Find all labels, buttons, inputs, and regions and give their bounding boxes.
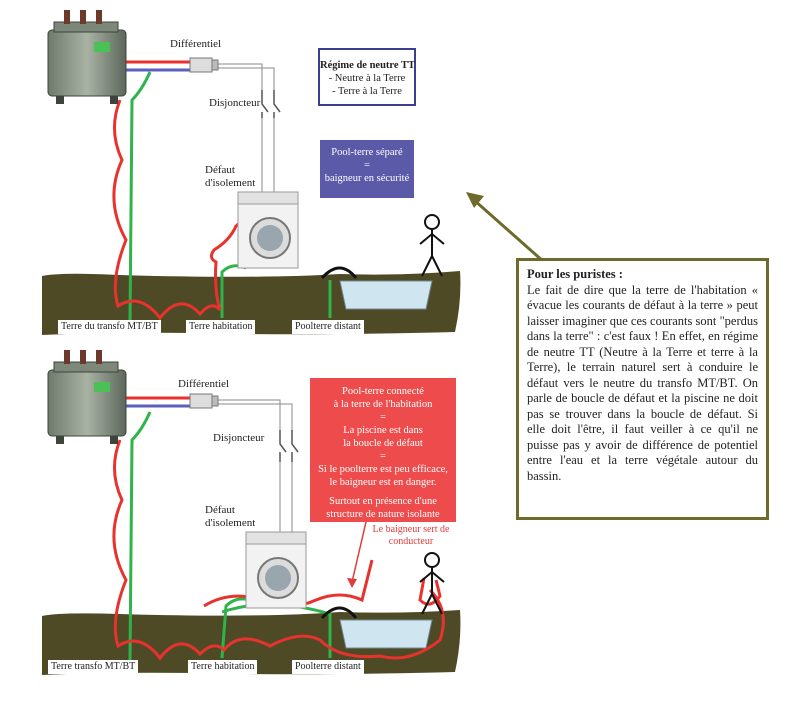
conn-line-6: = [380,451,386,462]
conducteur-line-2: conducteur [388,536,434,547]
bottom-pool-bond [320,606,358,620]
puristes-arrowhead [466,192,484,208]
bottom-earth-wire [128,411,152,661]
conn-line-3: = [380,412,386,423]
top-ground-label-poolterre: Poolterre distant [292,320,364,334]
bottom-defaut-label: Défaut d'isolement [205,504,255,530]
top-supply-lines [212,63,275,200]
regime-line-2: - Terre à la Terre [332,86,402,97]
bottom-ground-label-poolterre: Poolterre distant [292,660,364,674]
conducteur-arrowhead [347,578,357,588]
pool-separe-line-2: = [364,160,370,171]
bottom-supply-lines [212,399,293,540]
top-washing-machine [237,191,299,269]
top-transformer [47,10,127,104]
bottom-ground-label-habitation: Terre habitation [188,660,258,674]
top-pool-bond [320,266,358,280]
conn-line-9: Surtout en présence d'une [329,496,437,507]
conn-line-1: Pool-terre connecté [342,386,424,397]
puristes-text: Le fait de dire que la terre de l'habita… [527,282,758,483]
top-bather [419,214,445,277]
puristes-title: Pour les puristes : [527,267,623,281]
pool-separe-line-3: baigneur en sécurité [324,173,410,184]
conn-line-7: Si le poolterre est peu efficace, [318,464,448,475]
top-ground-label-transfo: Terre du transfo MT/BT [58,320,161,334]
top-diagram [42,10,461,335]
top-disjoncteur-label: Disjoncteur [209,97,261,109]
top-fault-loop [112,99,258,321]
conn-line-2: à la terre de l'habitation [333,399,433,410]
regime-line-1: - Neutre à la Terre [328,73,406,84]
top-ground-label-habitation: Terre habitation [186,320,256,334]
regime-title: Régime de neutre TT [320,60,415,71]
conducteur-note: Le baigneur sert de conducteur [363,524,459,548]
bottom-defaut-line1: Défaut [205,504,235,516]
bottom-differentiel-label: Différentiel [178,378,230,390]
bottom-transformer [47,350,127,444]
top-differentiel-label: Différentiel [170,38,222,50]
top-defaut-line2: d'isolement [205,177,256,189]
bottom-defaut-line2: d'isolement [205,517,256,529]
top-defaut-label: Défaut d'isolement [205,164,255,190]
conn-line-4: La piscine est dans [343,425,423,436]
conn-line-5: la boucle de défaut [343,438,423,449]
bottom-pool [339,619,433,649]
conducteur-line-1: Le baigneur sert de [372,524,450,535]
puristes-box: Pour les puristes : Le fait de dire que … [516,258,769,520]
bottom-diagram [42,350,461,675]
top-differential [189,57,219,73]
top-defaut-line1: Défaut [205,164,235,176]
top-earth-wire [128,71,152,323]
bottom-breaker [279,430,299,462]
conducteur-arrow [351,521,367,583]
bottom-washing-machine [245,531,307,609]
conn-line-10: structure de nature isolante [326,509,440,520]
puristes-arrow [473,198,545,264]
regime-box: Régime de neutre TT - Neutre à la Terre … [318,48,416,106]
top-breaker [261,90,281,118]
pool-connecte-box: Pool-terre connecté à la terre de l'habi… [310,378,456,522]
bottom-ground-label-transfo: Terre transfo MT/BT [48,660,139,674]
bottom-bather-loop [418,577,442,606]
bottom-disjoncteur-label: Disjoncteur [213,432,265,444]
pool-separe-line-1: Pool-terre séparé [331,147,403,158]
pool-separe-box: Pool-terre séparé = baigneur en sécurité [320,140,414,198]
top-pool [339,280,433,310]
conn-line-8: le baigneur est en danger. [329,477,437,488]
bottom-differential [189,393,219,409]
bottom-bather [419,552,445,615]
